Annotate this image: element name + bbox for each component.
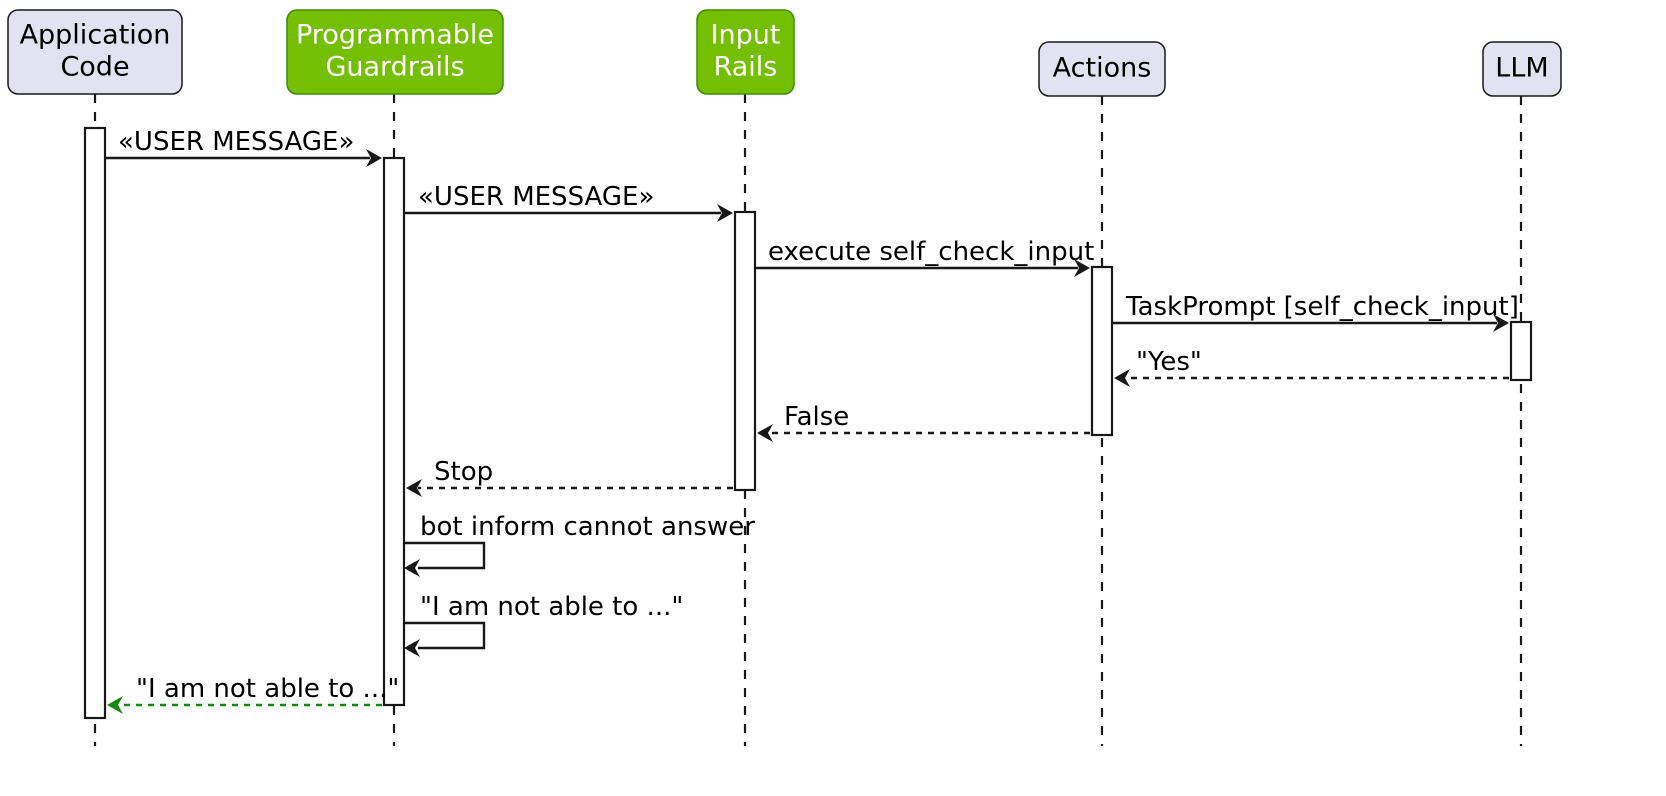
participant-box-programmable-guardrails[interactable] xyxy=(286,9,504,95)
msg-taskprompt-self-check-input: TaskPrompt [self_check_input] xyxy=(1112,292,1519,332)
messages-group: «USER MESSAGE» «USER MESSAGE» execute self… xyxy=(105,127,1519,714)
participant-box-actions[interactable] xyxy=(1038,41,1166,97)
activations-group xyxy=(83,126,1533,720)
participant-box-llm[interactable] xyxy=(1482,41,1562,97)
msg-execute-self-check-input: execute self_check_input xyxy=(755,237,1094,277)
participant-llm[interactable]: LLM xyxy=(1482,41,1562,97)
msg-false-label: False xyxy=(784,402,849,432)
participant-label-input-rails-line1: Input xyxy=(711,20,781,51)
msg-i-am-not-able-to-self-label: "I am not able to ..." xyxy=(420,592,683,622)
msg-bot-inform-cannot-answer-label: bot inform cannot answer xyxy=(420,512,755,542)
msg-user-message-2-arrowhead xyxy=(717,204,733,222)
msg-yes: "Yes" xyxy=(1114,347,1509,387)
activation-llm xyxy=(1509,320,1533,382)
msg-taskprompt-self-check-input-arrowhead xyxy=(1493,314,1509,332)
msg-user-message-2-label: «USER MESSAGE» xyxy=(418,182,654,212)
msg-i-am-not-able-to-self-arrowhead xyxy=(404,639,420,657)
msg-false-arrowhead xyxy=(757,424,773,442)
msg-stop-label: Stop xyxy=(434,457,493,487)
msg-user-message-1-label: «USER MESSAGE» xyxy=(118,127,354,157)
msg-false: False xyxy=(757,402,1090,442)
participant-actions[interactable]: Actions xyxy=(1038,41,1166,97)
participant-label-input-rails-line2: Rails xyxy=(714,52,778,83)
participant-label-programmable-guardrails-line2: Guardrails xyxy=(325,52,464,83)
msg-stop: Stop xyxy=(406,457,733,497)
participant-label-programmable-guardrails-line1: Programmable xyxy=(296,20,494,51)
msg-stop-arrowhead xyxy=(406,479,422,497)
participant-label-llm: LLM xyxy=(1495,53,1548,84)
msg-bot-inform-cannot-answer: bot inform cannot answer xyxy=(404,512,755,577)
msg-user-message-1-arrowhead xyxy=(366,149,382,167)
participant-box-input-rails[interactable] xyxy=(696,9,795,95)
msg-bot-inform-cannot-answer-arrowhead xyxy=(404,559,420,577)
msg-user-message-2: «USER MESSAGE» xyxy=(404,182,733,222)
msg-yes-label: "Yes" xyxy=(1136,347,1202,377)
participant-label-application-code-line2: Code xyxy=(60,52,129,83)
activation-programmable-guardrails xyxy=(382,156,406,707)
activation-actions xyxy=(1090,265,1114,437)
participant-label-application-code-line1: Application xyxy=(20,20,171,51)
msg-user-message-1: «USER MESSAGE» xyxy=(105,127,382,167)
msg-execute-self-check-input-arrowhead xyxy=(1074,259,1090,277)
msg-i-am-not-able-to-return: "I am not able to ..." xyxy=(107,674,399,714)
msg-yes-arrowhead xyxy=(1114,369,1130,387)
msg-execute-self-check-input-label: execute self_check_input xyxy=(768,237,1094,267)
msg-i-am-not-able-to-self: "I am not able to ..." xyxy=(404,592,683,657)
activation-application-code xyxy=(83,126,107,720)
msg-bot-inform-cannot-answer-path xyxy=(404,541,486,570)
msg-i-am-not-able-to-return-label: "I am not able to ..." xyxy=(136,674,399,704)
participant-label-actions: Actions xyxy=(1053,53,1152,84)
activation-input-rails xyxy=(733,210,757,492)
msg-i-am-not-able-to-self-path xyxy=(404,621,486,650)
msg-i-am-not-able-to-return-arrowhead xyxy=(107,696,123,714)
msg-taskprompt-self-check-input-label: TaskPrompt [self_check_input] xyxy=(1125,292,1519,322)
participant-box-application-code[interactable] xyxy=(7,9,183,95)
